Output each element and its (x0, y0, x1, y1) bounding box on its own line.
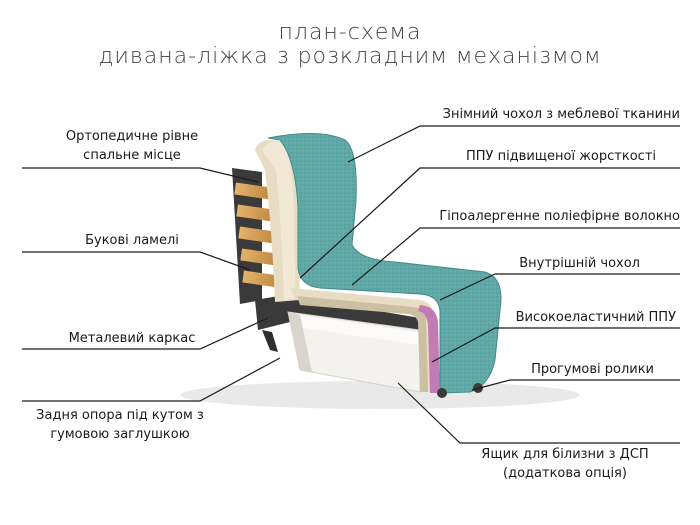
label-metal-frame: Металевий каркас (68, 331, 196, 346)
leader-rear-support (22, 357, 281, 402)
rubber-rollers (437, 383, 483, 398)
leader-beech-slats (22, 251, 251, 271)
label-orthopedic-line2: спальне місце (83, 148, 181, 163)
leader-drawer (397, 382, 680, 444)
label-drawer-line2: (додаткова опція) (503, 466, 627, 481)
label-rear-support-line1: Задня опора під кутом з (36, 408, 204, 423)
label-hypoallergenic: Гіпоалергенне поліефірне волокно (439, 209, 680, 224)
label-drawer-line1: Ящик для білизни з ДСП (481, 447, 649, 462)
label-beech-slats: Букові ламелі (85, 233, 179, 248)
label-orthopedic-line1: Ортопедичне рівне (65, 129, 199, 144)
leader-lines (22, 125, 680, 444)
leader-rubber-rollers (471, 379, 680, 391)
leader-ppu-high (299, 167, 680, 279)
floor-shadow (180, 381, 580, 409)
label-high-elastic: Високоеластичний ППУ (515, 310, 676, 325)
seat-layers (290, 288, 440, 393)
leader-removable-cover (347, 125, 680, 163)
label-rear-support-line2: гумовою заглушкою (50, 427, 190, 442)
leader-orthopedic (22, 167, 259, 183)
label-removable-cover: Знімний чохол з меблевої тканини (442, 107, 680, 122)
label-ppu-high: ППУ підвищеної жорсткості (465, 149, 656, 164)
backrest-layers (255, 140, 300, 302)
beech-slats (232, 168, 280, 304)
leader-inner-cover (439, 273, 680, 301)
leader-hypoallergenic (351, 227, 680, 286)
laundry-drawer (287, 311, 432, 393)
diagram-title-line2: дивана-ліжка з розкладним механізмом (98, 44, 602, 69)
diagram-title-line1: план-схема (278, 20, 422, 45)
leader-metal-frame (22, 317, 269, 350)
upholstery-back (267, 132, 502, 394)
leader-high-elastic (431, 327, 680, 363)
label-rubber-rollers: Прогумові ролики (531, 362, 654, 377)
label-inner-cover: Внутрішній чохол (519, 256, 640, 271)
